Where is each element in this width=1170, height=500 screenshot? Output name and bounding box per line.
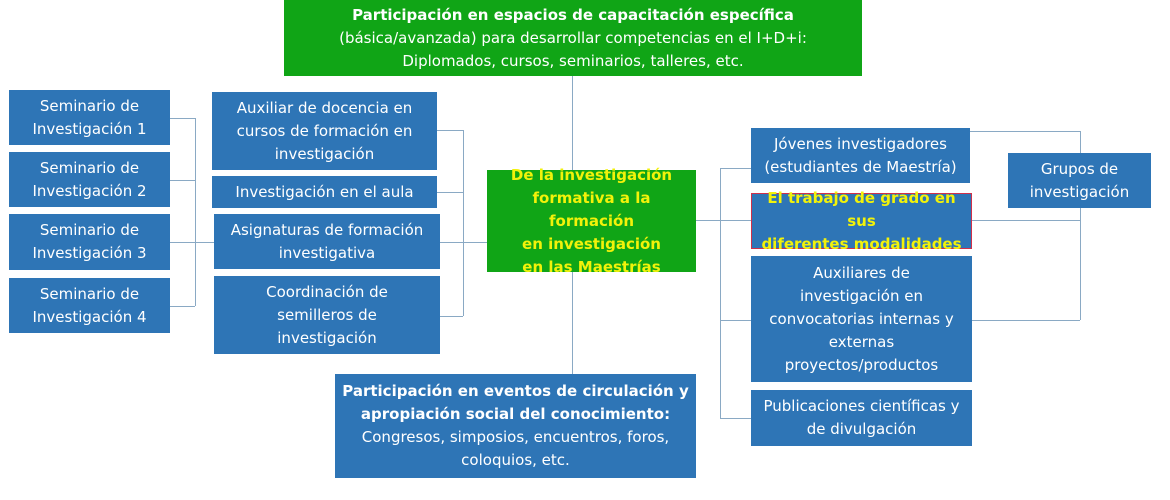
connector: [437, 130, 463, 131]
bottom-box-eventos: Participación en eventos de circulación …: [335, 374, 696, 478]
connector: [970, 131, 1080, 132]
top-box-title: Participación en espacios de capacitació…: [352, 5, 794, 24]
groups-box: Grupos de investigación: [1008, 153, 1151, 208]
center-box: De la investigación formativa a la forma…: [487, 166, 696, 276]
connector: [170, 118, 195, 119]
connector: [437, 316, 463, 317]
seminar-label: Seminario de Investigación 4: [32, 284, 147, 326]
connector: [437, 192, 463, 193]
connector: [463, 130, 464, 316]
left-item-label: Asignaturas de formación investigativa: [230, 220, 424, 262]
connector: [720, 418, 751, 419]
right-item-trabajo-grado: El trabajo de grado en sus diferentes mo…: [751, 189, 972, 253]
connector: [720, 168, 721, 418]
center-label: De la investigación formativa a la forma…: [510, 165, 673, 276]
left-item-semilleros: Coordinación de semilleros de investigac…: [214, 276, 440, 354]
right-item-jovenes: Jóvenes investigadores (estudiantes de M…: [751, 128, 970, 183]
connector: [437, 242, 487, 243]
connector: [970, 320, 1080, 321]
seminar-label: Seminario de Investigación 3: [32, 221, 147, 262]
right-item-auxiliares: Auxiliares de investigación en convocato…: [751, 256, 972, 382]
left-item-label: Coordinación de semilleros de investigac…: [266, 282, 388, 347]
bottom-box-text: Congresos, simposios, encuentros, foros,…: [361, 428, 670, 469]
connector: [720, 168, 751, 169]
seminar-box-1: Seminario de Investigación 1: [9, 90, 170, 145]
connector: [170, 242, 215, 243]
connector: [1080, 131, 1081, 320]
top-box-text: (básica/avanzada) para desarrollar compe…: [339, 28, 807, 70]
connector: [720, 320, 751, 321]
seminar-label: Seminario de Investigación 1: [32, 96, 147, 138]
right-item-label: El trabajo de grado en sus diferentes mo…: [761, 188, 962, 253]
right-item-label: Publicaciones científicas y de divulgaci…: [763, 397, 960, 438]
seminar-box-4: Seminario de Investigación 4: [9, 278, 170, 333]
top-box-capacitacion: Participación en espacios de capacitació…: [284, 0, 862, 76]
left-item-label: Auxiliar de docencia en cursos de formac…: [236, 98, 413, 163]
connector: [170, 306, 195, 307]
left-item-label: Investigación en el aula: [235, 182, 414, 201]
groups-label: Grupos de investigación: [1029, 159, 1130, 201]
connector: [170, 180, 195, 181]
left-item-auxiliar-docencia: Auxiliar de docencia en cursos de formac…: [212, 92, 437, 170]
seminar-label: Seminario de Investigación 2: [32, 158, 147, 200]
connector: [572, 272, 573, 374]
right-item-label: Jóvenes investigadores (estudiantes de M…: [764, 134, 957, 176]
left-item-asignaturas: Asignaturas de formación investigativa: [214, 214, 440, 269]
seminar-box-3: Seminario de Investigación 3: [9, 214, 170, 270]
connector: [572, 76, 573, 170]
right-item-publicaciones: Publicaciones científicas y de divulgaci…: [751, 390, 972, 446]
bottom-box-title: Participación en eventos de circulación …: [342, 382, 689, 423]
connector: [970, 220, 1080, 221]
right-item-label: Auxiliares de investigación en convocato…: [769, 263, 954, 374]
connector: [696, 220, 751, 221]
seminar-box-2: Seminario de Investigación 2: [9, 152, 170, 207]
connector: [195, 118, 196, 306]
left-item-investigacion-aula: Investigación en el aula: [212, 176, 437, 208]
